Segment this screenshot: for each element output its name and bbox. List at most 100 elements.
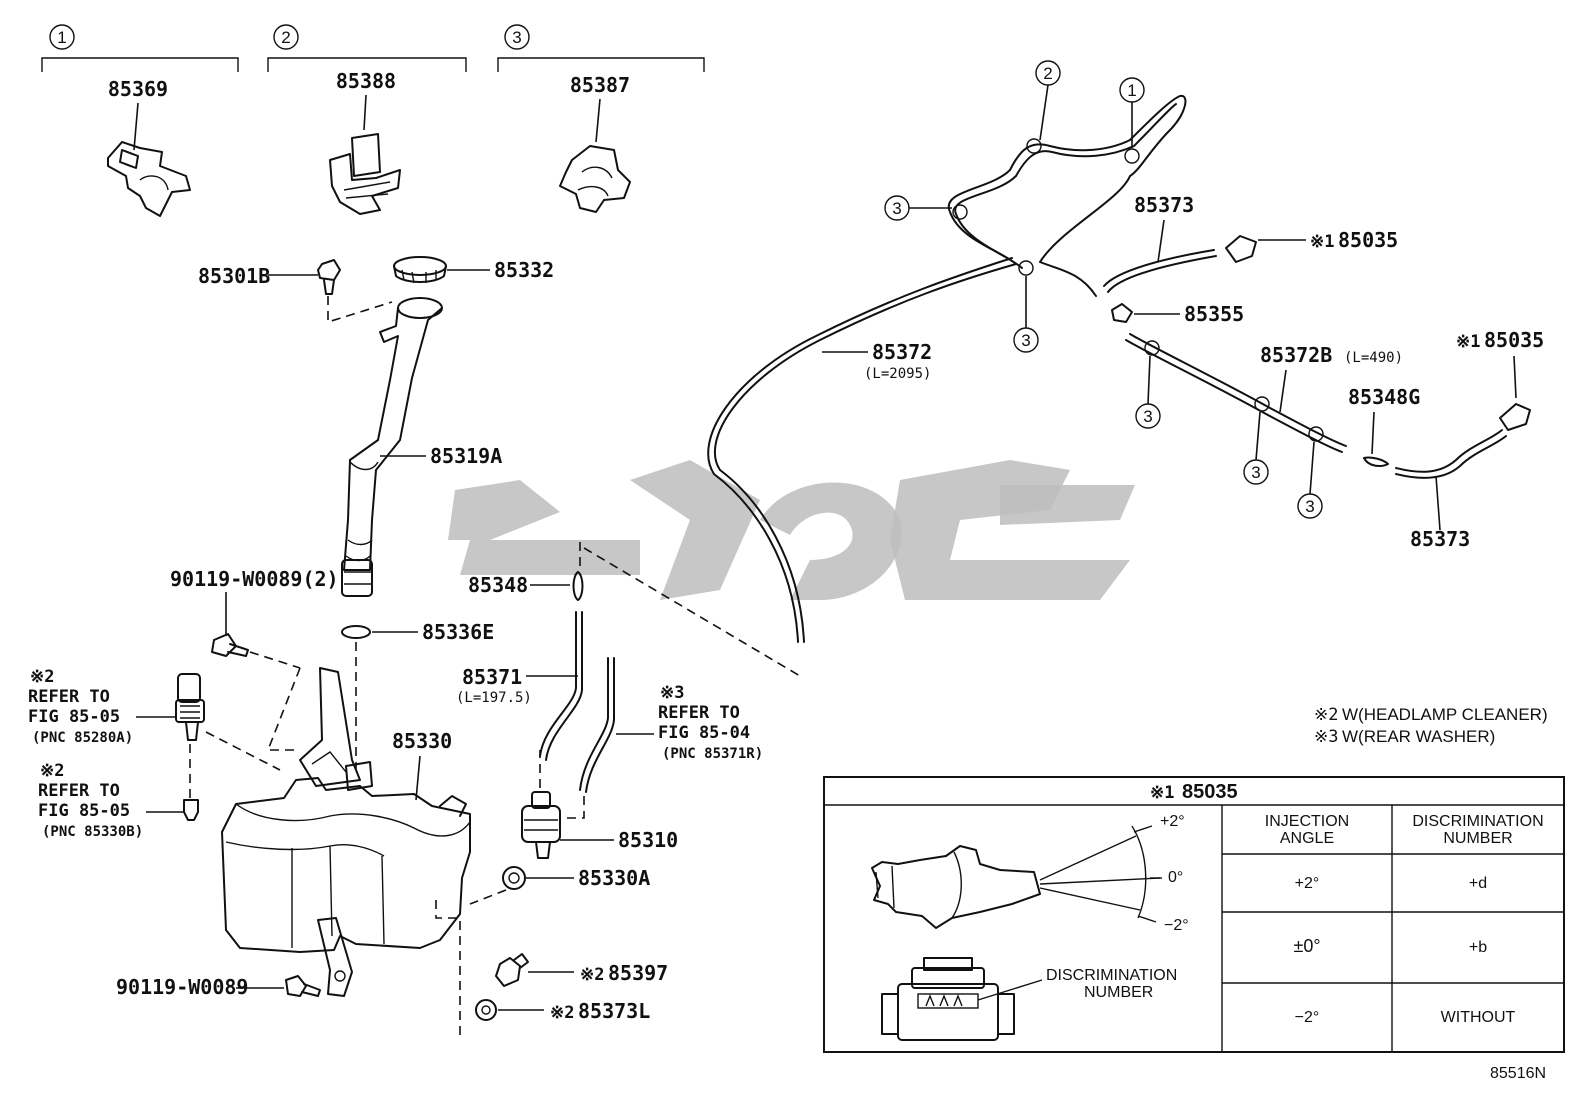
part-number-85371[interactable]: 85371 (462, 665, 522, 689)
mark-k1: ※1 (1310, 232, 1334, 252)
part-number-85373[interactable]: 85373 (1134, 193, 1194, 217)
part-number-85388[interactable]: 85388 (336, 69, 396, 93)
filler-neck-85319A (341, 297, 443, 597)
table-cell-number: WITHOUT (1441, 1009, 1516, 1026)
mark-k2: ※2 (1314, 705, 1338, 725)
grommet-85330B-icon (183, 799, 199, 821)
part-number-85372[interactable]: 85372 (872, 340, 932, 364)
hose-clip-callout: 3 (884, 195, 952, 221)
angle-label: 0° (1168, 869, 1183, 886)
part-number-90119-W0089-2[interactable]: 90119-W0089(2) (170, 567, 339, 591)
part-number-85369[interactable]: 85369 (108, 77, 168, 101)
part-number-85330A[interactable]: 85330A (578, 866, 650, 890)
group-bracket (267, 57, 467, 72)
svg-text:1: 1 (1127, 81, 1136, 100)
ref-line: REFER TO (38, 781, 120, 801)
table-cell-angle: +2° (1295, 875, 1320, 892)
hose-clip-callout: 2 (1035, 60, 1061, 141)
hose-rear-washer (585, 657, 615, 793)
clip-85387-icon (559, 145, 631, 213)
part-number-85310[interactable]: 85310 (618, 828, 678, 852)
hose-length-85372B: (L=490) (1344, 350, 1403, 366)
bolt-icon (211, 633, 249, 657)
hose-length-85372: (L=2095) (864, 366, 931, 382)
hose-clip-callout: 3 (1013, 276, 1039, 353)
group-bracket (41, 57, 239, 72)
svg-text:3: 3 (1305, 497, 1314, 516)
group-index-circle (49, 24, 75, 50)
hose-clip-callout: 1 (1119, 77, 1145, 148)
nozzle-85035-upper-icon (1225, 235, 1257, 263)
nozzle-85035-lower-icon (1499, 403, 1531, 431)
part-number-85348[interactable]: 85348 (468, 573, 528, 597)
table-cell-angle: ±0° (1293, 936, 1320, 956)
svg-text:3: 3 (1021, 331, 1030, 350)
col-header-angle: ANGLE (1280, 830, 1334, 847)
group-index: 3 (512, 28, 521, 47)
part-number-85336E[interactable]: 85336E (422, 620, 494, 644)
note-headlamp-cleaner: W(HEADLAMP CLEANER) (1342, 705, 1548, 724)
part-number-85355[interactable]: 85355 (1184, 302, 1244, 326)
clamp-85369-icon (107, 141, 191, 217)
hose-clip-callout: 3 (1243, 411, 1269, 485)
col-header-number: NUMBER (1443, 830, 1512, 847)
table-cell-number: +b (1469, 939, 1487, 956)
angle-label: −2° (1164, 917, 1189, 934)
group-index-circle (273, 24, 299, 50)
group-index: 2 (281, 28, 290, 47)
table-cell-angle: −2° (1295, 1009, 1320, 1026)
part-number-85330[interactable]: 85330 (392, 729, 452, 753)
disc-number-label: DISCRIMINATION (1046, 967, 1177, 984)
joint-85348-icon (572, 571, 584, 601)
part-number-85373[interactable]: 85373 (1410, 527, 1470, 551)
disc-number-label: NUMBER (1084, 984, 1153, 1001)
ref-line: (PNC 85330B) (42, 824, 143, 840)
hose-85371 (545, 611, 583, 761)
hose-clip-callout: 3 (1135, 355, 1161, 429)
part-number-85301B[interactable]: 85301B (198, 264, 270, 288)
clip-85301B-icon (317, 259, 341, 295)
joint-85348G-icon (1363, 456, 1389, 467)
mark-k1: ※1 (1456, 332, 1480, 352)
part-number-85397[interactable]: 85397 (608, 961, 668, 985)
part-number-85319A[interactable]: 85319A (430, 444, 502, 468)
table-title: 85035 (1182, 781, 1238, 803)
part-number-85387[interactable]: 85387 (570, 73, 630, 97)
group-bracket (497, 57, 705, 72)
grommet-85330A-icon (502, 866, 526, 890)
ref-line: (PNC 85280A) (32, 730, 133, 746)
col-header-number: DISCRIMINATION (1412, 813, 1543, 830)
ref-line: REFER TO (28, 687, 110, 707)
part-number-90119-W0089[interactable]: 90119-W0089 (116, 975, 248, 999)
part-number-85035[interactable]: 85035 (1338, 228, 1398, 252)
svg-text:3: 3 (1143, 407, 1152, 426)
table-cell-number: +d (1469, 875, 1487, 892)
group-1: 1 85369 (41, 24, 239, 217)
pump-85310-icon (521, 791, 561, 859)
part-number-85373L[interactable]: 85373L (578, 999, 650, 1023)
svg-text:3: 3 (892, 199, 901, 218)
mark-k3: ※3 (660, 683, 684, 703)
hose-clip-callout: 3 (1297, 441, 1323, 519)
angle-label: +2° (1160, 813, 1185, 830)
washer-tank-85330 (221, 667, 471, 997)
ref-line: (PNC 85371R) (662, 746, 763, 762)
ref-line: FIG 85-04 (658, 723, 750, 743)
hose-85372 (714, 263, 1017, 643)
part-number-85332[interactable]: 85332 (494, 258, 554, 282)
ref-line: FIG 85-05 (28, 707, 120, 727)
nozzle-85397-icon (495, 953, 529, 987)
part-number-85348G[interactable]: 85348G (1348, 385, 1420, 409)
mark-k3: ※3 (1314, 727, 1338, 747)
svg-text:3: 3 (1251, 463, 1260, 482)
mark-k2: ※2 (30, 667, 54, 687)
clip-85388-icon (329, 133, 401, 215)
svg-text:2: 2 (1043, 64, 1052, 83)
group-3: 3 85387 (497, 24, 705, 213)
part-number-85372B[interactable]: 85372B (1260, 343, 1332, 367)
part-number-85035[interactable]: 85035 (1484, 328, 1544, 352)
cap-85332 (393, 256, 447, 284)
col-header-angle: INJECTION (1265, 813, 1349, 830)
mark-k1: ※1 (1150, 783, 1174, 803)
